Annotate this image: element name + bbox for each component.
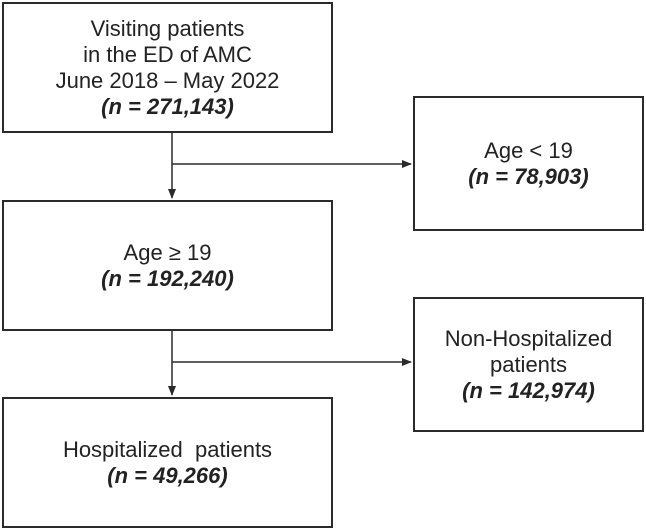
visiting-line-3: June 2018 – May 2022 bbox=[55, 67, 280, 93]
age-over-count: (n = 192,240) bbox=[101, 265, 234, 291]
visiting-patients-box: Visiting patients in the ED of AMC June … bbox=[2, 2, 333, 133]
hospitalized-label: Hospitalized patients bbox=[62, 436, 273, 462]
visiting-count: (n = 271,143) bbox=[101, 93, 234, 119]
non-hospitalized-line-1: Non-Hospitalized bbox=[444, 325, 613, 351]
hospitalized-count: (n = 49,266) bbox=[107, 462, 228, 488]
non-hospitalized-line-2: patients bbox=[489, 351, 568, 377]
age-19-over-box: Age ≥ 19 (n = 192,240) bbox=[2, 200, 333, 331]
hospitalized-box: Hospitalized patients (n = 49,266) bbox=[2, 397, 333, 528]
visiting-line-2: in the ED of AMC bbox=[83, 41, 252, 67]
age-under-label: Age < 19 bbox=[484, 137, 573, 163]
visiting-line-1: Visiting patients bbox=[90, 15, 245, 41]
age-under-count: (n = 78,903) bbox=[468, 163, 589, 189]
non-hospitalized-box: Non-Hospitalized patients (n = 142,974) bbox=[413, 297, 644, 432]
age-over-label: Age ≥ 19 bbox=[123, 239, 212, 265]
age-under-19-box: Age < 19 (n = 78,903) bbox=[413, 96, 644, 231]
non-hospitalized-count: (n = 142,974) bbox=[462, 377, 595, 403]
